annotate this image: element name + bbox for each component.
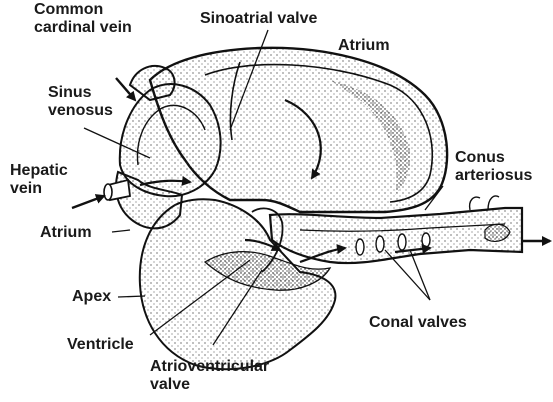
label-hepatic-vein: Hepatic vein — [10, 162, 68, 198]
label-apex: Apex — [72, 288, 111, 306]
label-sinoatrial-valve: Sinoatrial valve — [200, 10, 317, 28]
label-atrium-left: Atrium — [40, 224, 92, 242]
cardinal-vein-shape — [130, 66, 175, 100]
label-atrium-top: Atrium — [338, 37, 390, 55]
label-ventricle: Ventricle — [67, 336, 134, 354]
conus-arteriosus-shape — [270, 208, 522, 263]
label-conus-arteriosus: Conus arteriosus — [455, 149, 532, 185]
label-conal-valves: Conal valves — [369, 314, 467, 332]
sinus-venosus-shape — [120, 84, 221, 196]
label-sinus-venosus: Sinus venosus — [48, 84, 113, 120]
label-common-cardinal-vein: Common cardinal vein — [34, 1, 132, 37]
label-atrioventricular-valve: Atrioventricular valve — [150, 358, 269, 394]
